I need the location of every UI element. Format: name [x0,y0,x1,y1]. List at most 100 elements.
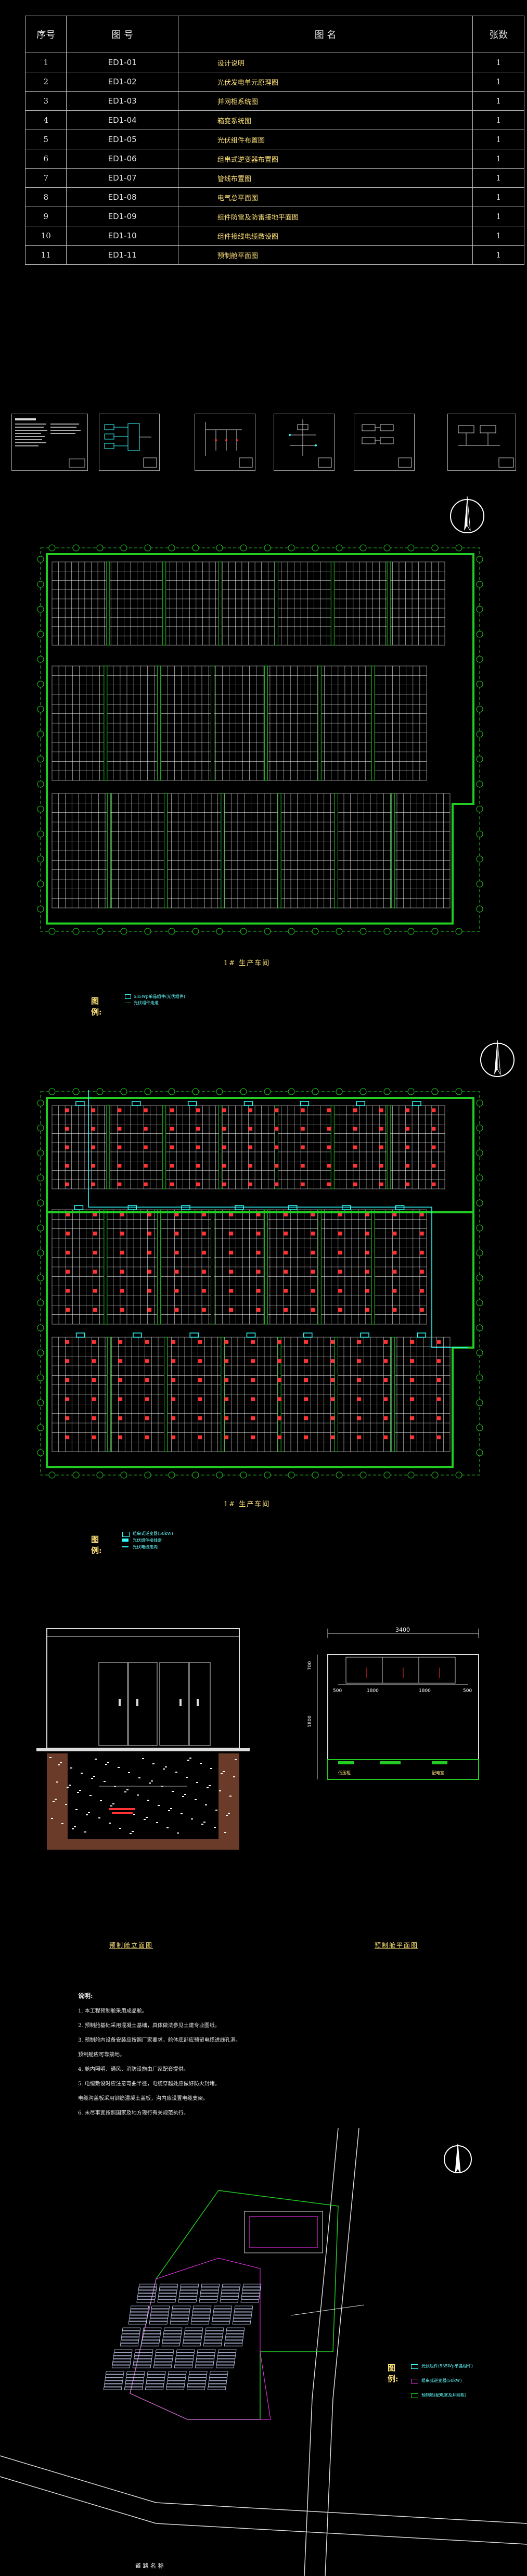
junction-box [174,1289,179,1293]
junction-box [353,1126,357,1131]
cell-sheets: 1 [472,168,524,188]
axis-bubble [192,544,199,552]
junction-box [198,1435,202,1440]
junction-box [229,1308,234,1312]
sheet-thumbnail-4[interactable] [274,414,335,471]
cabin-elevation-caption: 预制舱立面图 [109,1942,153,1949]
gravel-mark [163,1768,165,1770]
junction-box [311,1212,315,1216]
junction-box [171,1435,176,1440]
design-notes: 说明: 1. 本工程预制舱采用成品舱。 2. 预制舱基础采用混凝土基础，具体做法… [78,1993,338,2118]
gravel-mark [110,1805,112,1806]
gravel-mark [195,1799,197,1800]
notes-line-7: 电缆沟盖板采用钢筋混凝土盖板，沟内应设置电缆支架。 [78,2096,208,2101]
junction-box [405,1182,410,1186]
legend-2-item-3: 光伏电缆走向 [133,1545,158,1549]
junction-box [419,1212,424,1216]
junction-box [284,1250,288,1255]
dim-left: 500 [333,1688,342,1694]
junction-box [277,1340,282,1344]
walkway [221,793,225,908]
gravel-mark [84,1831,86,1832]
site-module-block [165,2371,187,2390]
walkway [211,665,215,781]
junction-box [120,1270,124,1274]
junction-box [93,1250,97,1255]
junction-box [365,1232,370,1236]
junction-box [357,1359,362,1363]
junction-box [118,1378,123,1382]
header-name: 图 名 [177,16,473,53]
junction-box [65,1340,70,1344]
junction-box [274,1108,279,1112]
gravel-mark [210,1768,212,1769]
junction-box [436,1435,441,1440]
axis-bubble [264,1471,271,1479]
sheet-thumbnail-3[interactable] [195,414,255,471]
junction-box [91,1145,96,1149]
site-module-block [186,2371,208,2390]
cell-sheets: 1 [472,207,524,226]
sheet-thumbnail-2[interactable] [99,414,160,471]
site-module-block [149,2305,170,2325]
notes-line-5: 4. 舱内照明、通风、消防设施由厂家配套提供。 [78,2067,189,2072]
junction-box [224,1340,229,1344]
junction-box [92,1435,96,1440]
sheet-thumbnail-5[interactable] [354,414,415,471]
cell-sheets: 1 [472,53,524,72]
cell-code: ED1-11 [66,245,178,265]
site-module-block [199,2284,220,2303]
junction-box [198,1397,202,1401]
gravel-mark [58,1764,60,1765]
junction-box [145,1359,149,1363]
axis-bubble [407,544,415,552]
plan1-caption: 1# 生产车间 [224,959,271,967]
axis-frame [40,1091,480,1476]
junction-box [145,1397,149,1401]
site-module-block [128,2305,149,2325]
junction-box [379,1182,383,1186]
gravel-mark [53,1801,55,1802]
sheet-thumbnail-6[interactable] [447,414,516,471]
walkway [157,1209,161,1325]
gravel-mark [235,1759,237,1760]
module-array-1 [52,561,445,646]
junction-box-swatch [122,1539,128,1542]
axis-bubble [476,1324,483,1331]
junction-box [91,1164,96,1168]
gravel-mark [207,1787,209,1788]
site-module-block [120,2327,141,2347]
site-module-block [224,2327,245,2347]
axis-bubble [37,581,44,588]
junction-box [92,1359,96,1363]
junction-box [436,1397,441,1401]
junction-box [410,1359,415,1363]
cell-name: 组件接线电缆敷设图 [177,226,473,246]
junction-box [419,1308,424,1312]
axis-bubble [144,1088,151,1095]
gravel-mark [79,1790,81,1791]
cell-no: 5 [24,130,67,149]
junction-box [117,1182,122,1186]
walkway [317,665,322,781]
junction-box [383,1359,388,1363]
junction-box [392,1232,397,1236]
sheet-thumbnail-1[interactable] [11,414,88,471]
gravel-mark [189,1758,191,1759]
junction-box [277,1435,282,1440]
walkway [106,1105,110,1189]
electrical-site-plan: 道 路 名 称 [0,2128,527,2576]
junction-box [229,1289,234,1293]
junction-box [338,1232,342,1236]
